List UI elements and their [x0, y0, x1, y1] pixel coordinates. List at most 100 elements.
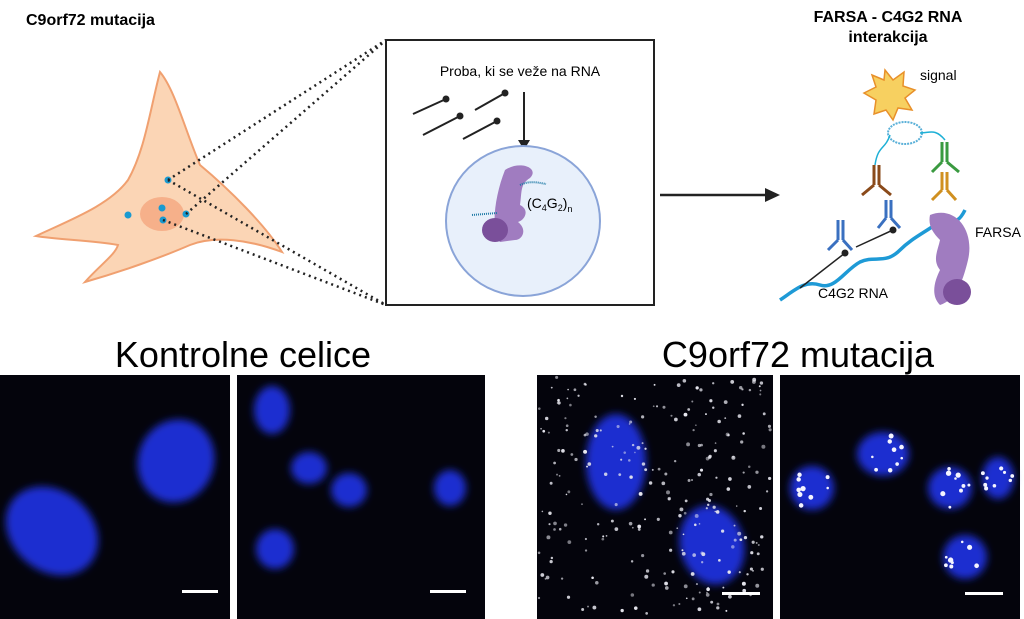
rna-focus [631, 443, 635, 447]
rna-focus [797, 472, 802, 477]
rna-focus [759, 506, 763, 510]
rna-focus [645, 612, 648, 615]
rna-focus [712, 505, 716, 509]
rna-focus [798, 503, 804, 508]
probe-icons [412, 92, 506, 140]
rna-focus [691, 597, 695, 601]
rna-focus [561, 449, 565, 453]
rna-focus [566, 397, 569, 400]
rna-focus [636, 445, 641, 450]
rna-focus [760, 567, 764, 571]
rna-focus [1008, 478, 1013, 483]
rna-focus [644, 518, 647, 521]
rna-focus [723, 400, 728, 405]
rna-focus [760, 535, 764, 539]
rna-focus [871, 455, 874, 459]
rna-focus [715, 476, 718, 479]
nucleus-circle [445, 145, 601, 297]
rna-focus [716, 606, 720, 610]
rna-focus [540, 427, 542, 430]
rna-focus [537, 596, 541, 600]
rna-focus [592, 605, 597, 610]
rna-focus [721, 529, 725, 533]
rna-focus [637, 524, 642, 529]
rna-focus [548, 523, 551, 526]
rna-focus [546, 535, 551, 540]
rna-focus [634, 451, 636, 454]
rna-focus [610, 519, 614, 523]
rna-focus [825, 475, 830, 480]
rna-focus [644, 447, 647, 450]
rna-focus [765, 490, 769, 493]
rna-focus [586, 465, 589, 468]
rna-focus [611, 445, 614, 448]
rna-focus [713, 449, 717, 453]
rna-focus [549, 560, 553, 564]
rna-foci [537, 375, 772, 615]
rna-focus [722, 586, 725, 589]
rna-focus [596, 523, 600, 526]
rna-focus [644, 468, 648, 472]
rna-focus [620, 608, 624, 613]
farsa-label: FARSA [975, 224, 1022, 240]
rna-focus [755, 541, 758, 544]
rna-focus [644, 574, 649, 579]
rna-focus [591, 576, 594, 580]
rna-focus [577, 394, 580, 397]
rna-focus [724, 417, 727, 419]
rna-focus [800, 485, 806, 492]
rna-focus [569, 403, 572, 407]
rna-focus [594, 434, 598, 438]
rna-focus [899, 444, 904, 450]
rna-focus [602, 535, 605, 538]
rna-focus [947, 466, 951, 471]
rna-focus [797, 491, 803, 498]
rna-focus [538, 407, 541, 410]
rna-focus [681, 551, 686, 556]
rna-focus [733, 524, 736, 527]
rna-focus [717, 419, 721, 424]
rna-focus [550, 556, 554, 560]
rna-focus [678, 514, 682, 518]
rna-focus [743, 536, 748, 540]
rna-focus [1010, 474, 1015, 478]
rna-focus [553, 528, 556, 531]
rna-focus [709, 492, 713, 497]
rna-focus [584, 537, 588, 541]
rna-focus [888, 433, 894, 439]
rna-focus [581, 608, 585, 611]
rna-focus [594, 415, 597, 418]
rna-focus [685, 597, 688, 600]
rna-focus [558, 474, 561, 477]
rna-focus [954, 477, 957, 480]
rna-focus [737, 414, 742, 418]
rna-focus [725, 609, 728, 612]
rna-focus [695, 583, 698, 586]
rna-focus [541, 510, 544, 513]
rna-focus [637, 528, 641, 531]
rna-focus [999, 466, 1004, 471]
rna-focus [738, 571, 741, 574]
rna-focus [738, 385, 743, 390]
rna-focus [652, 405, 655, 408]
rna-focus [826, 486, 829, 490]
rna-focus [944, 555, 948, 559]
rna-focus [733, 538, 737, 542]
rna-focus [599, 429, 602, 432]
rna-focus [808, 494, 814, 500]
rna-focus [557, 398, 560, 402]
rna-focus [678, 602, 681, 606]
rna-focus [573, 388, 577, 392]
rna-focus [940, 491, 946, 497]
rna-focus [633, 606, 638, 610]
rna-focus [706, 591, 708, 594]
rna-focus [895, 462, 899, 466]
rna-focus [595, 581, 599, 585]
rna-focus [687, 479, 691, 482]
mutation-panel-1 [537, 375, 773, 619]
rna-focus [712, 406, 715, 409]
rna-focus [697, 472, 701, 477]
signal-label: signal [920, 67, 957, 83]
rna-focus [900, 456, 904, 460]
rna-focus [728, 594, 732, 599]
